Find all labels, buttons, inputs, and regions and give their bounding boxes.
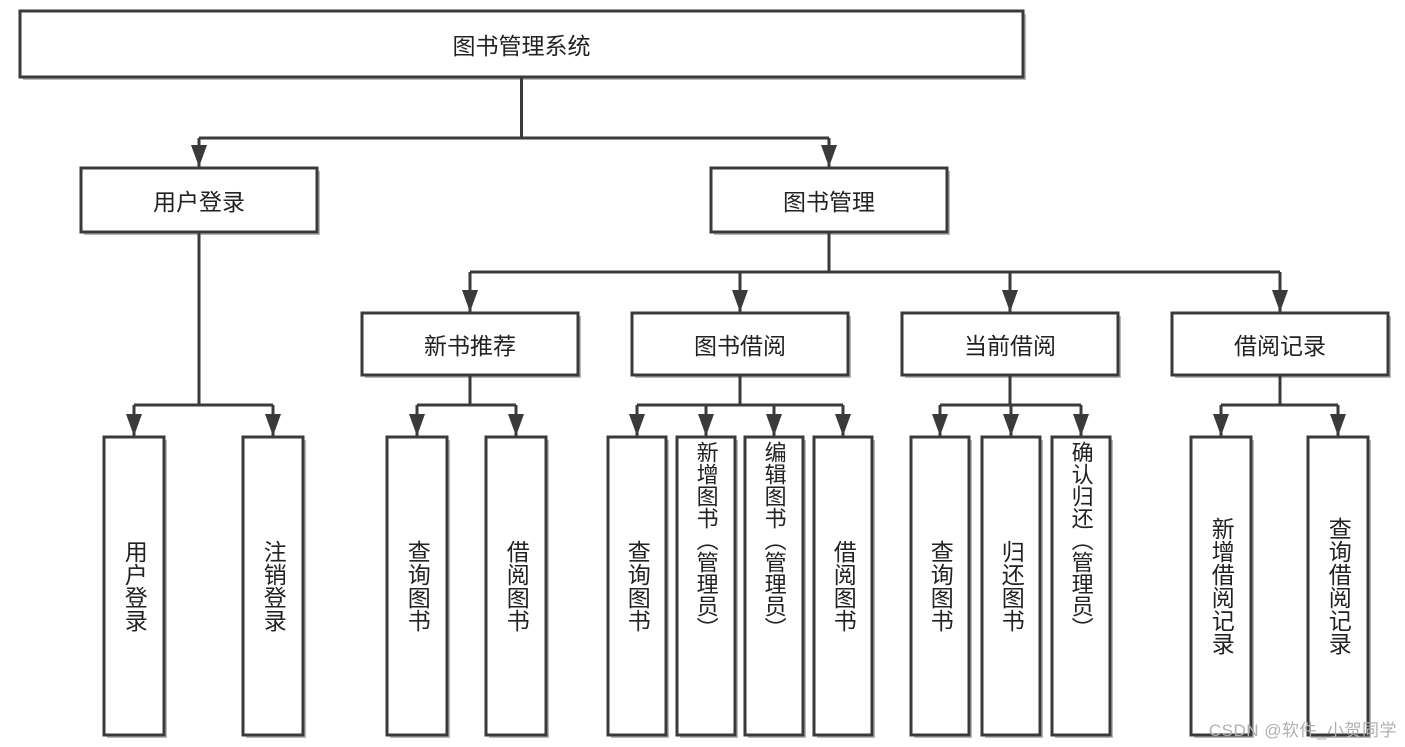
- level2-node-图书借阅[interactable]: [630, 311, 850, 377]
- leaf-node-用户登录[interactable]: [102, 435, 166, 737]
- arrow-head-icon: [1330, 414, 1346, 436]
- level1-node-图书管理[interactable]: [709, 166, 949, 234]
- arrow-head-icon: [732, 290, 748, 312]
- arrow-head-icon: [1213, 414, 1229, 436]
- arrow-head-icon: [462, 290, 478, 312]
- level2-node-借阅记录[interactable]: [1170, 311, 1390, 377]
- arrow-head-icon: [932, 414, 948, 436]
- leaf-node-借阅图书[interactable]: [484, 435, 548, 737]
- arrow-head-icon: [191, 145, 207, 167]
- arrow-head-icon: [409, 414, 425, 436]
- leaf-node-注销登录[interactable]: [241, 435, 305, 737]
- connector-lines: [126, 77, 1346, 436]
- leaf-node-确认归还管理员[interactable]: [1050, 435, 1112, 737]
- node-boxes: [18, 9, 1390, 737]
- leaf-node-查询图书[interactable]: [606, 435, 668, 737]
- arrow-head-icon: [835, 414, 851, 436]
- arrow-head-icon: [821, 145, 837, 167]
- leaf-node-查询借阅记录[interactable]: [1306, 435, 1370, 737]
- arrow-head-icon: [265, 414, 281, 436]
- leaf-node-查询图书[interactable]: [909, 435, 971, 737]
- arrow-head-icon: [1272, 290, 1288, 312]
- leaf-node-新增借阅记录[interactable]: [1189, 435, 1253, 737]
- arrow-head-icon: [508, 414, 524, 436]
- leaf-node-归还图书[interactable]: [980, 435, 1042, 737]
- level2-node-新书推荐[interactable]: [360, 311, 580, 377]
- leaf-node-新增图书管理员[interactable]: [675, 435, 737, 737]
- arrow-head-icon: [1003, 414, 1019, 436]
- arrow-head-icon: [1002, 290, 1018, 312]
- arrow-head-icon: [126, 414, 142, 436]
- arrow-head-icon: [1073, 414, 1089, 436]
- root-node-图书管理系统[interactable]: [18, 9, 1025, 79]
- leaf-node-查询图书[interactable]: [385, 435, 449, 737]
- arrow-head-icon: [766, 414, 782, 436]
- watermark-text: CSDN @软件_小贺同学: [1208, 721, 1397, 740]
- leaf-node-借阅图书[interactable]: [812, 435, 874, 737]
- leaf-node-编辑图书管理员[interactable]: [743, 435, 805, 737]
- level1-node-用户登录[interactable]: [79, 166, 319, 234]
- arrow-head-icon: [698, 414, 714, 436]
- level2-node-当前借阅[interactable]: [900, 311, 1120, 377]
- arrow-head-icon: [629, 414, 645, 436]
